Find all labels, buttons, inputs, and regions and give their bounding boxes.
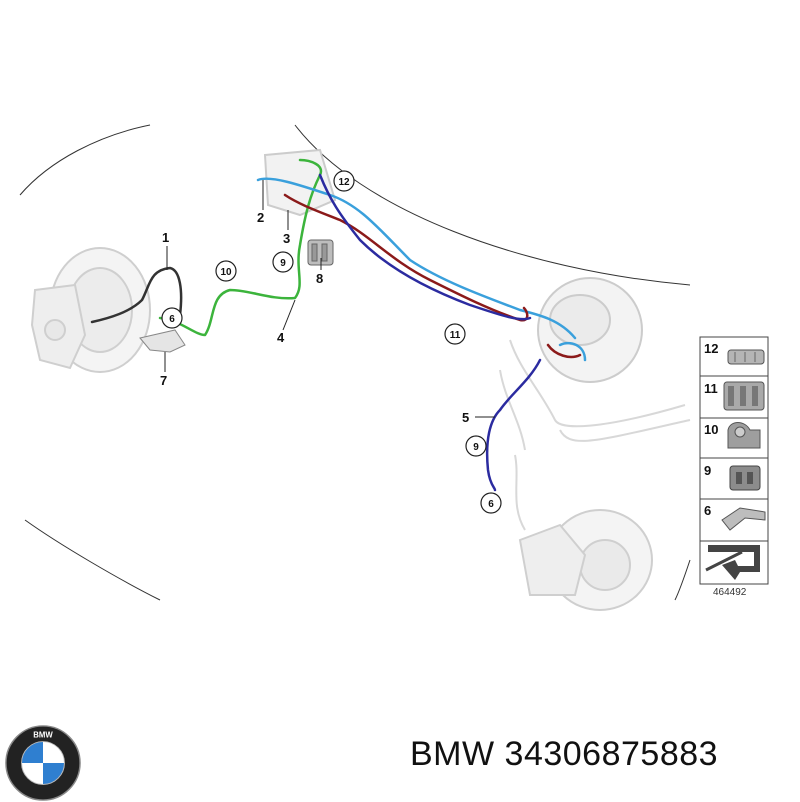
callout-7: 7 <box>160 373 167 388</box>
circled-callout-12: 12 <box>333 170 355 192</box>
front-right-brake-assembly <box>518 509 653 611</box>
circled-callout-10: 10 <box>215 260 237 282</box>
navy-brake-line-right <box>485 358 542 492</box>
callout-3: 3 <box>283 231 290 246</box>
callout-4: 4 <box>277 330 285 345</box>
circled-callout-9a: 9 <box>272 251 294 273</box>
front-left-brake-assembly <box>30 247 151 373</box>
circled-callout-11: 11 <box>444 323 466 345</box>
legend-item-9: 9 <box>704 463 761 491</box>
parts-legend: 12 11 10 9 <box>699 336 769 585</box>
bracket-6-icon <box>721 507 766 531</box>
legend-item-6: 6 <box>704 503 766 531</box>
circled-callout-9b: 9 <box>465 435 487 457</box>
circled-callout-6a: 6 <box>161 307 183 329</box>
logo-letters: BMW <box>33 731 53 740</box>
clip-9-icon <box>729 465 761 491</box>
background-lines <box>499 339 691 531</box>
circled-callout-6b: 6 <box>480 492 502 514</box>
drawing-number: 464492 <box>713 587 747 598</box>
svg-text:6: 6 <box>704 503 711 518</box>
leader-lines <box>164 180 495 418</box>
svg-text:12: 12 <box>704 341 718 356</box>
brake-booster <box>537 277 643 383</box>
svg-text:6: 6 <box>488 499 494 510</box>
bmw-logo: BMW <box>5 725 81 801</box>
clip-11-icon <box>723 381 765 411</box>
legend-item-10: 10 <box>704 422 761 449</box>
callout-8: 8 <box>316 271 323 286</box>
bracket-7 <box>139 329 186 353</box>
brand-name: BMW <box>410 735 495 773</box>
blue-brake-line <box>256 177 577 340</box>
callout-2: 2 <box>257 210 264 225</box>
brake-lines <box>90 158 587 492</box>
clip-12-icon <box>727 349 765 365</box>
direction-arrow-icon <box>705 545 760 580</box>
svg-text:6: 6 <box>169 314 175 325</box>
brake-hose-left <box>90 266 183 324</box>
svg-text:11: 11 <box>450 330 461 341</box>
legend-item-11: 11 <box>704 381 765 411</box>
svg-text:9: 9 <box>704 463 711 478</box>
svg-text:12: 12 <box>338 177 350 188</box>
callout-5: 5 <box>462 410 469 425</box>
svg-text:9: 9 <box>473 442 479 453</box>
body-outline <box>19 124 691 601</box>
clip-8 <box>307 239 334 266</box>
svg-text:10: 10 <box>704 422 718 437</box>
part-label: BMW 34306875883 <box>410 735 718 774</box>
svg-text:9: 9 <box>280 258 286 269</box>
svg-text:11: 11 <box>704 381 718 396</box>
svg-text:10: 10 <box>220 267 232 278</box>
clip-10-icon <box>727 422 761 449</box>
callout-1: 1 <box>162 230 169 245</box>
legend-item-12: 12 <box>704 341 765 365</box>
part-number: 34306875883 <box>504 735 719 773</box>
navy-brake-line <box>318 173 532 321</box>
